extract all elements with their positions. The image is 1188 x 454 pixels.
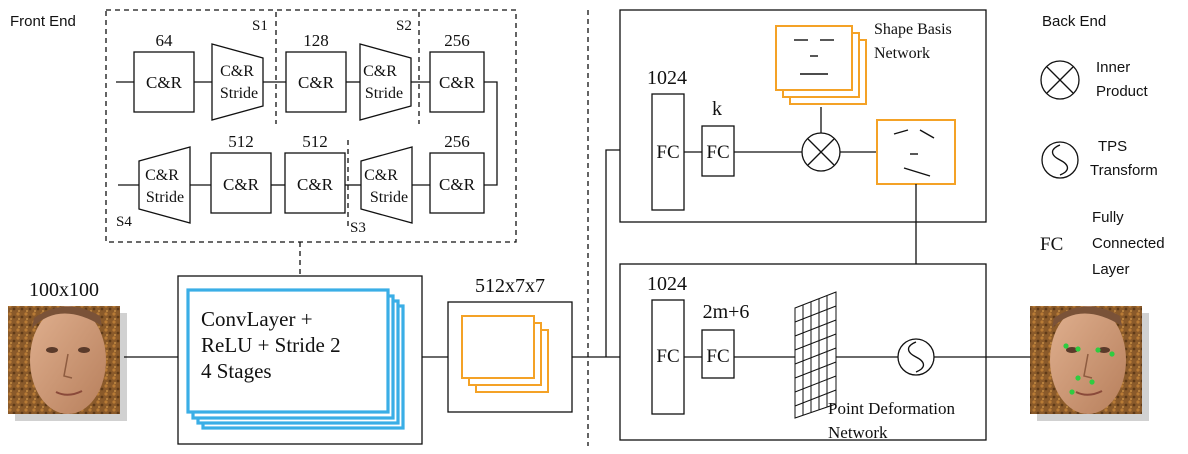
tps-transform-icon <box>897 338 935 376</box>
cr-label: C&R <box>298 73 335 92</box>
legend-inner-product-2: Product <box>1096 83 1149 100</box>
cr-block-512-a <box>210 152 272 214</box>
channel-label-512: 512 <box>228 132 254 151</box>
fc-layer-2m6 <box>701 329 735 379</box>
point-deform-title-1: Point Deformation <box>828 399 956 418</box>
stride-bottom-label: Stride <box>370 189 408 206</box>
shape-basis-title-1: Shape Basis <box>874 21 952 38</box>
row-connector <box>484 81 498 186</box>
conv-stack <box>186 288 405 430</box>
cr-label: C&R <box>439 175 476 194</box>
cr-label: C&R <box>439 73 476 92</box>
channel-label-512: 512 <box>302 132 328 151</box>
legend-tps-1: TPS <box>1098 138 1127 155</box>
feature-map-stack <box>461 315 549 393</box>
channel-label-256: 256 <box>444 132 470 151</box>
stride-block-2 <box>359 43 412 121</box>
back-end-label: Back End <box>1042 13 1106 30</box>
cr-block-512-b <box>284 152 346 214</box>
conv-stack-line3: 4 Stages <box>201 359 272 383</box>
channel-label-64: 64 <box>156 31 174 50</box>
landmark-points <box>1063 343 1115 395</box>
fc-label: FC <box>706 346 729 367</box>
combined-shape <box>876 119 956 185</box>
cr-label: C&R <box>297 175 334 194</box>
stride-block-4 <box>138 146 191 224</box>
stage-label-s3: S3 <box>350 220 366 236</box>
stride-top-label: C&R <box>363 63 397 80</box>
stride-block-3 <box>360 146 413 224</box>
cr-block-64 <box>133 51 195 113</box>
output-face-image <box>1030 306 1149 421</box>
stride-bottom-label: Stride <box>146 189 184 206</box>
stage-label-s1: S1 <box>252 18 268 34</box>
fc-size-1024: 1024 <box>647 273 687 295</box>
shape-basis-title-2: Network <box>874 45 930 62</box>
conv-stack-line2: ReLU + Stride 2 <box>201 333 341 357</box>
cr-label: C&R <box>223 175 260 194</box>
fc-layer-1024 <box>651 93 685 211</box>
legend-tps-2: Transform <box>1090 162 1158 179</box>
input-size-label: 100x100 <box>29 279 99 301</box>
stride-bottom-label: Stride <box>365 85 403 102</box>
legend-fc-1: Fully <box>1092 209 1124 226</box>
front-end-label: Front End <box>10 13 76 30</box>
fc-size-k: k <box>712 98 722 120</box>
conv-stack-line1: ConvLayer + <box>201 307 313 331</box>
fc-layer-k <box>701 125 735 177</box>
cr-block-256-bottom <box>429 152 485 214</box>
fc-label: FC <box>656 142 679 163</box>
fc-label: FC <box>706 142 729 163</box>
legend-fc-2: Connected <box>1092 235 1165 252</box>
stride-block-1 <box>211 43 264 121</box>
input-face-image <box>8 306 127 421</box>
fc-layer-1024 <box>651 299 685 415</box>
shape-basis-stack <box>775 25 867 105</box>
fc-label: FC <box>656 346 679 367</box>
stride-top-label: C&R <box>364 167 398 184</box>
cr-block-128 <box>285 51 347 113</box>
cr-label: C&R <box>146 73 183 92</box>
stride-bottom-label: Stride <box>220 85 258 102</box>
legend-fc-3: Layer <box>1092 261 1130 278</box>
stage-label-s2: S2 <box>396 18 412 34</box>
channel-label-256: 256 <box>444 31 470 50</box>
feature-size-label: 512x7x7 <box>475 275 545 297</box>
inner-product-icon <box>801 132 841 172</box>
stride-top-label: C&R <box>220 63 254 80</box>
point-deform-title-2: Network <box>828 423 888 442</box>
deformation-grid <box>794 291 837 419</box>
legend-inner-product-1: Inner <box>1096 59 1130 76</box>
front-end-detail-box <box>105 9 517 243</box>
legend-fc-abbr: FC <box>1040 234 1063 255</box>
fc-size-1024: 1024 <box>647 67 687 89</box>
tps-legend-icon <box>1041 141 1079 179</box>
channel-label-128: 128 <box>303 31 329 50</box>
fc-size-2m6: 2m+6 <box>703 301 750 323</box>
stage-label-s4: S4 <box>116 214 132 230</box>
inner-product-legend-icon <box>1040 60 1080 100</box>
stride-top-label: C&R <box>145 167 179 184</box>
